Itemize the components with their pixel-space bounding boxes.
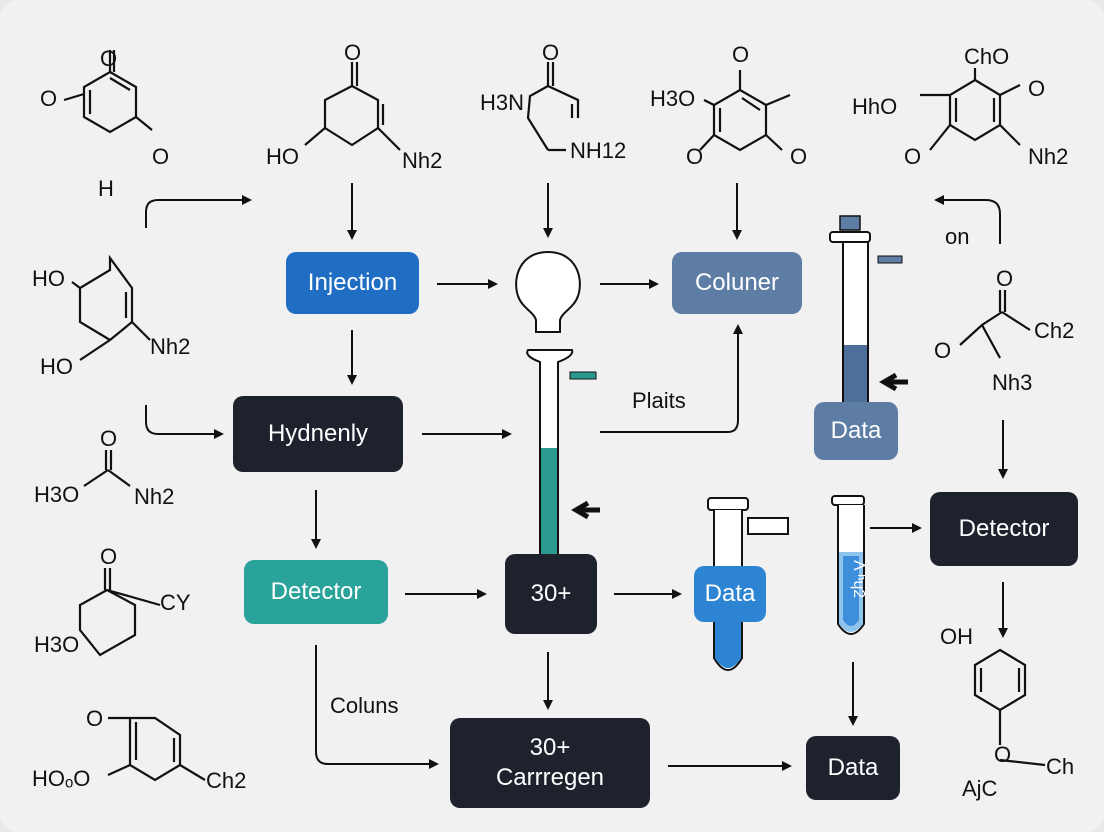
m4-o-left: O <box>686 144 704 169</box>
arrow-detector-carrregen <box>315 645 439 769</box>
m8-o-top: O <box>100 426 118 451</box>
m1-o-right: O <box>152 144 170 169</box>
right-column-tube <box>829 215 908 413</box>
m2-nh2: Nh2 <box>402 148 443 173</box>
m10-hoo: HOₒO <box>32 766 91 791</box>
m10-ch2: Ch2 <box>206 768 247 793</box>
m7-o: O <box>996 266 1014 291</box>
m11-ch: Ch <box>1046 754 1075 779</box>
m11-ajc: AjC <box>962 776 998 801</box>
m4-h3o: H3O <box>650 86 696 111</box>
count-node[interactable]: 30+ <box>505 554 597 634</box>
m2-ho: HO <box>266 144 299 169</box>
carrregen-node[interactable]: 30+ Carrregen <box>450 718 650 808</box>
m11-oh: OH <box>940 624 973 649</box>
injection-node[interactable]: Injection <box>286 252 419 314</box>
arrow-plaits-coluner <box>600 324 743 433</box>
m9-cy: CY <box>160 590 191 615</box>
m7-ch2: Ch2 <box>1034 318 1075 343</box>
m4-o-top: O <box>732 42 750 67</box>
m5-nh2: Nh2 <box>1028 144 1069 169</box>
plaits-label: Plaits <box>632 388 686 413</box>
on-label: on <box>945 224 970 249</box>
m5-hho: HhO <box>852 94 898 119</box>
carrregen-line2: Carrregen <box>495 764 605 791</box>
m3-h3n: H3N <box>480 90 525 115</box>
m5-cho: ChO <box>964 44 1010 69</box>
arrow-m8-hydnenly <box>145 405 224 439</box>
m1-o-top: O <box>100 46 118 71</box>
m4-o-right: O <box>790 144 808 169</box>
detector-right-node[interactable]: Detector <box>930 492 1078 566</box>
m8-h3o: H3O <box>34 482 80 507</box>
m3-o-top: O <box>542 40 560 65</box>
data-bottom-node[interactable]: Data <box>806 736 900 800</box>
data-tube-mid-node[interactable]: Data <box>694 566 766 622</box>
m11-o: O <box>994 742 1012 767</box>
data-tube-top-node[interactable]: Data <box>814 402 898 460</box>
bulb-flask <box>515 250 581 333</box>
m2-o-top: O <box>344 40 362 65</box>
m8-nh2: Nh2 <box>134 484 175 509</box>
m6-nh2: Nh2 <box>150 334 191 359</box>
m6-ho-top: HO <box>32 266 65 291</box>
m1-h: H <box>98 176 114 201</box>
m9-h3o: H3O <box>34 632 80 657</box>
m1-o-left: O <box>40 86 58 111</box>
test-tube-right <box>831 495 865 635</box>
m10-o-top: O <box>86 706 104 731</box>
arrow-on-return <box>934 195 1001 244</box>
m3-nh12: NH12 <box>570 138 627 163</box>
coluns-label: Coluns <box>330 693 399 718</box>
carrregen-line1: 30+ <box>529 734 571 761</box>
m6-ho-bottom: HO <box>40 354 73 379</box>
m5-o-left: O <box>904 144 922 169</box>
arrow-m6-in <box>145 195 252 228</box>
m7-o-left: O <box>934 338 952 363</box>
m9-o-top: O <box>100 544 118 569</box>
coluner-node[interactable]: Coluner <box>672 252 802 314</box>
detector-left-node[interactable]: Detector <box>244 560 388 624</box>
m7-nh3: Nh3 <box>992 370 1033 395</box>
tube-text: Λ ʰɥ2 <box>850 560 867 599</box>
m5-o-right: O <box>1028 76 1046 101</box>
hydnenly-node[interactable]: Hydnenly <box>233 396 403 472</box>
column-tube <box>526 349 600 556</box>
